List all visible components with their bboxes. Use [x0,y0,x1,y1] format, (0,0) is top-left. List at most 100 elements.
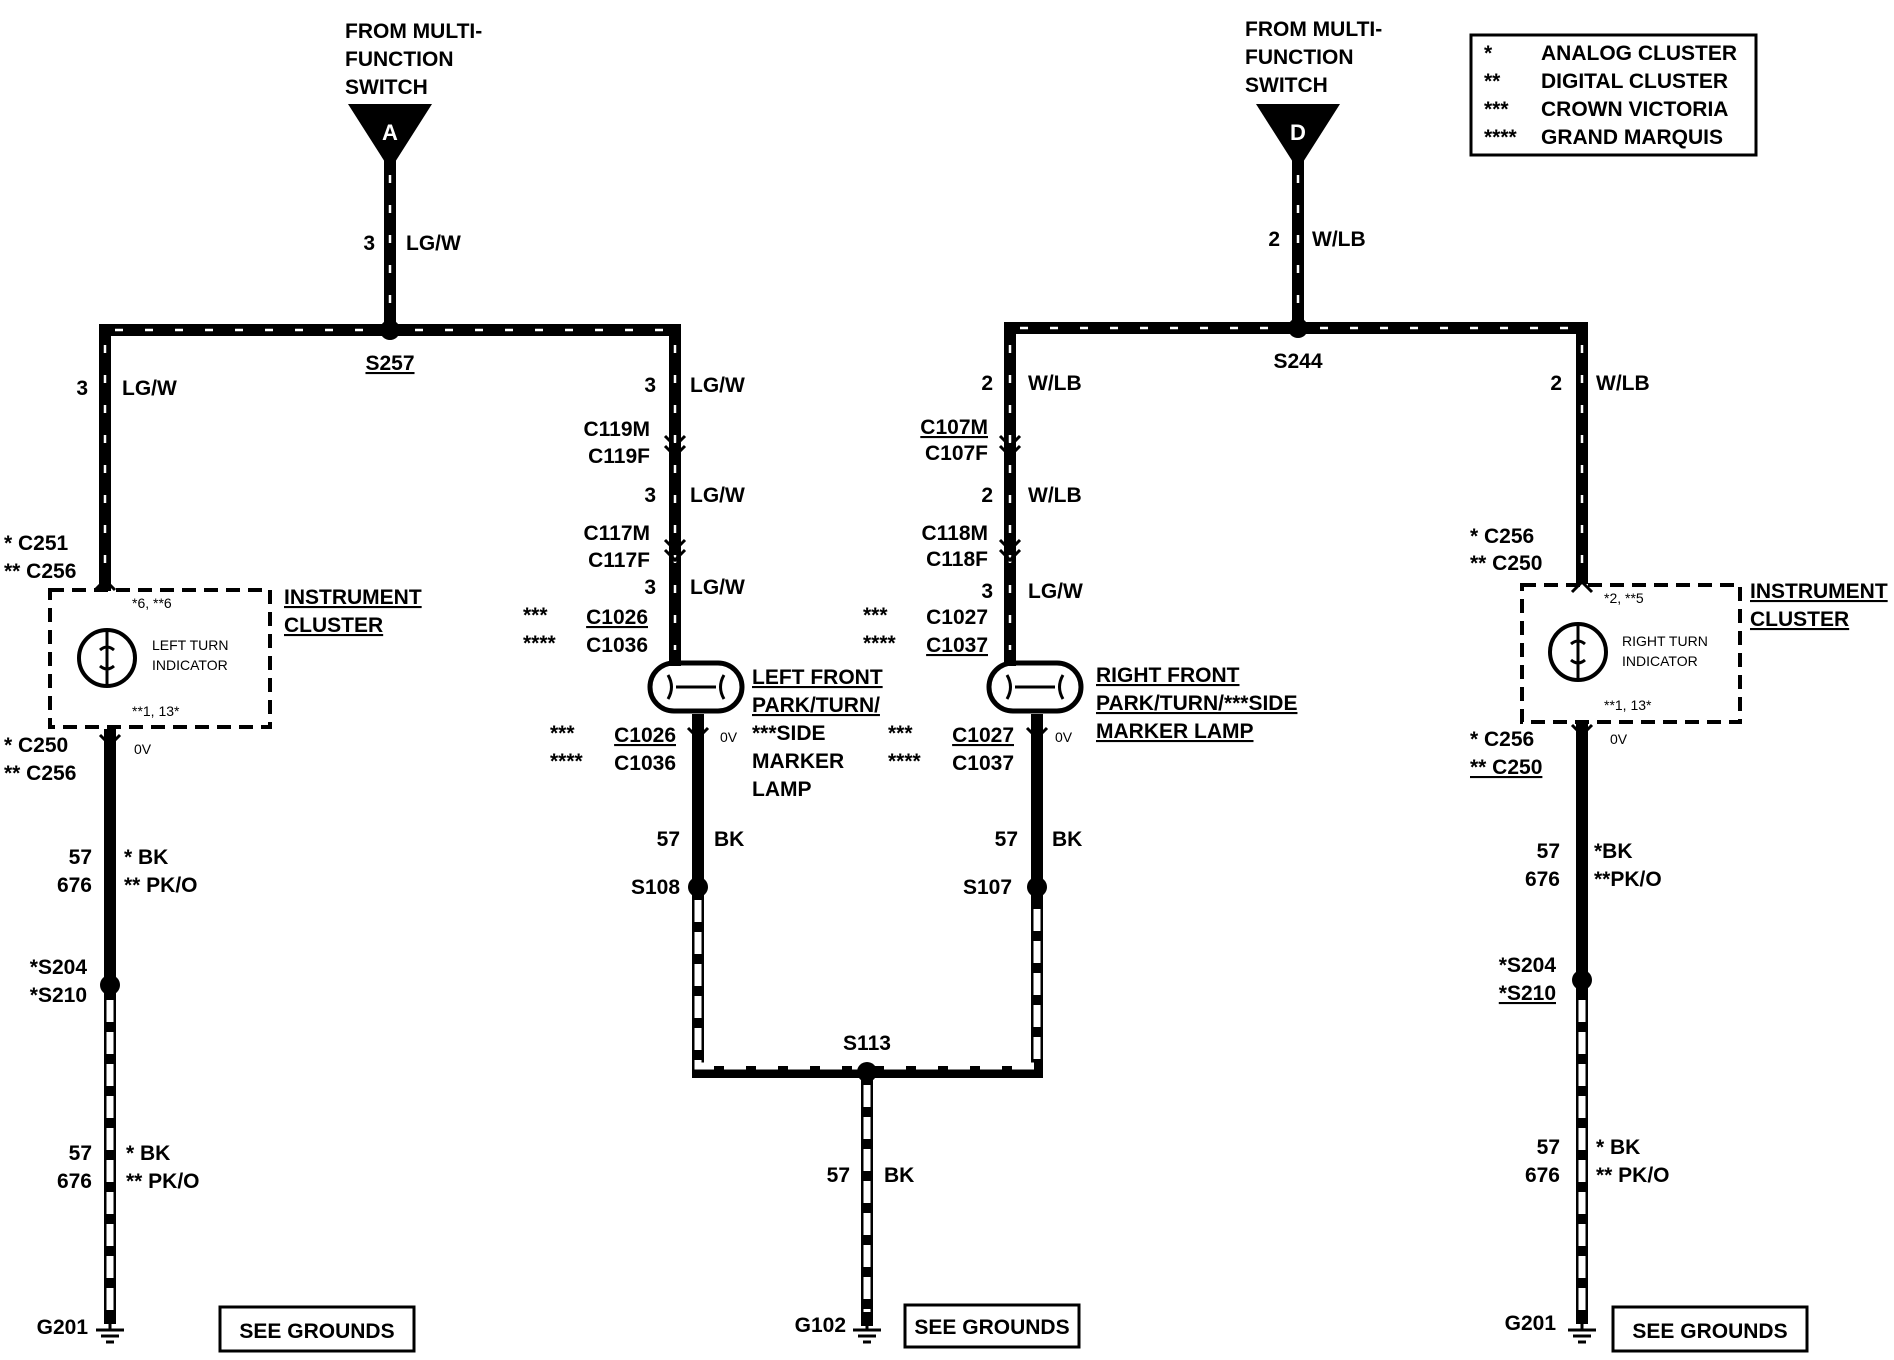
svg-text:0V: 0V [1055,729,1073,745]
svg-text:3: 3 [644,484,656,507]
left-feed-circuit: 3 [363,232,375,255]
svg-text:2: 2 [981,372,993,395]
svg-text:A: A [382,120,398,145]
svg-text:* C251: * C251 [4,532,69,555]
svg-text:C117F: C117F [588,549,650,572]
svg-text:676: 676 [57,874,92,897]
svg-text:*S210: *S210 [1499,982,1556,1005]
svg-text:** C250: ** C250 [1470,756,1542,779]
svg-text:676: 676 [1525,1164,1560,1187]
svg-text:C107F: C107F [925,442,988,465]
svg-text:PARK/TURN/***SIDE: PARK/TURN/***SIDE [1096,692,1297,715]
svg-text:***: *** [888,722,913,745]
svg-text:57: 57 [827,1164,850,1187]
svg-text:FUNCTION: FUNCTION [345,48,454,71]
svg-text:**: ** [1484,70,1501,93]
svg-text:* BK: * BK [1596,1136,1640,1159]
svg-text:* C250: * C250 [4,734,68,757]
feed-connector-d: D [1256,104,1340,170]
svg-text:***: *** [863,604,888,627]
svg-text:****: **** [1484,126,1518,149]
svg-text:SEE GROUNDS: SEE GROUNDS [239,1320,394,1343]
svg-text:C107M: C107M [920,416,988,439]
svg-text:3: 3 [644,576,656,599]
svg-text:SWITCH: SWITCH [1245,74,1328,97]
svg-text:PARK/TURN/: PARK/TURN/ [752,694,880,717]
svg-text:** C256: ** C256 [4,762,76,785]
svg-text:**1, 13*: **1, 13* [132,703,180,719]
ground-symbol-icon [96,1318,124,1344]
svg-text:CLUSTER: CLUSTER [284,614,383,637]
svg-text:DIGITAL CLUSTER: DIGITAL CLUSTER [1541,70,1728,93]
svg-text:LEFT FRONT: LEFT FRONT [752,666,883,689]
svg-text:3: 3 [981,580,993,603]
svg-text:* C256: * C256 [1470,525,1534,548]
ground-wires [104,714,1588,1326]
left-feed-color: LG/W [406,232,461,255]
svg-text:INSTRUMENT: INSTRUMENT [284,586,422,609]
svg-text:3: 3 [644,374,656,397]
left-front-lamp-icon [647,660,745,714]
svg-text:W/LB: W/LB [1596,372,1650,395]
svg-text:LG/W: LG/W [690,374,745,397]
svg-text:ANALOG CLUSTER: ANALOG CLUSTER [1541,42,1737,65]
svg-text:57: 57 [69,846,92,869]
svg-text:INDICATOR: INDICATOR [1622,653,1698,669]
svg-text:C1027: C1027 [926,606,988,629]
svg-text:LG/W: LG/W [1028,580,1083,603]
right-front-lamp-icon [986,660,1084,714]
svg-text:C1037: C1037 [952,752,1014,775]
svg-text:** C256: ** C256 [4,560,76,583]
svg-text:** PK/O: ** PK/O [1596,1164,1670,1187]
svg-text:C117M: C117M [583,522,650,545]
right-instrument-cluster-box [1520,583,1742,724]
see-grounds-left: SEE GROUNDS [218,1305,416,1353]
svg-text:3: 3 [76,377,88,400]
legend-box: * ANALOG CLUSTER ** DIGITAL CLUSTER *** … [1469,33,1758,157]
svg-text:C1026: C1026 [586,606,648,629]
svg-text:G201: G201 [1505,1312,1557,1335]
svg-text:*BK: *BK [1594,840,1633,863]
svg-text:* BK: * BK [124,846,168,869]
right-feed-color: W/LB [1312,228,1366,251]
svg-text:W/LB: W/LB [1028,372,1082,395]
svg-text:C1037: C1037 [926,634,988,657]
left-front-branch: 3 LG/W C119M C119F 3 LG/W C117M C117F 3 … [523,374,883,899]
svg-text:57: 57 [1537,840,1560,863]
splice-dots [100,318,1592,1082]
svg-text:*S204: *S204 [1499,954,1557,977]
svg-text:G102: G102 [795,1314,846,1337]
svg-text:W/LB: W/LB [1028,484,1082,507]
svg-text:C118M: C118M [921,522,988,545]
svg-text:2: 2 [1550,372,1562,395]
svg-text:****: **** [863,632,897,655]
svg-text:S107: S107 [963,876,1012,899]
svg-text:FROM MULTI-: FROM MULTI- [1245,18,1382,41]
svg-text:* C256: * C256 [1470,728,1534,751]
svg-text:** PK/O: ** PK/O [126,1170,200,1193]
svg-text:LEFT TURN: LEFT TURN [152,637,229,653]
svg-text:**PK/O: **PK/O [1594,868,1662,891]
svg-text:CLUSTER: CLUSTER [1750,608,1849,631]
svg-text:RIGHT TURN: RIGHT TURN [1622,633,1708,649]
svg-text:****: **** [523,632,557,655]
svg-text:C1036: C1036 [586,634,648,657]
center-ground: S113 57 BK G102 SEE GROUNDS [795,1032,1081,1349]
svg-text:*2, **5: *2, **5 [1604,590,1644,606]
svg-text:57: 57 [1537,1136,1560,1159]
right-feed-circuit: 2 [1268,228,1280,251]
svg-text:***: *** [523,604,548,627]
svg-text:C119M: C119M [583,418,650,441]
see-grounds-right: SEE GROUNDS [1611,1305,1809,1353]
svg-text:* BK: * BK [126,1142,170,1165]
svg-text:FUNCTION: FUNCTION [1245,46,1354,69]
svg-text:S108: S108 [631,876,680,899]
svg-text:G201: G201 [37,1316,89,1339]
svg-text:676: 676 [1525,868,1560,891]
svg-text:57: 57 [657,828,680,851]
left-instrument-cluster-box [48,588,272,729]
svg-text:RIGHT FRONT: RIGHT FRONT [1096,664,1240,687]
svg-text:LG/W: LG/W [690,484,745,507]
svg-text:MARKER LAMP: MARKER LAMP [1096,720,1254,743]
svg-text:SEE GROUNDS: SEE GROUNDS [1632,1320,1787,1343]
